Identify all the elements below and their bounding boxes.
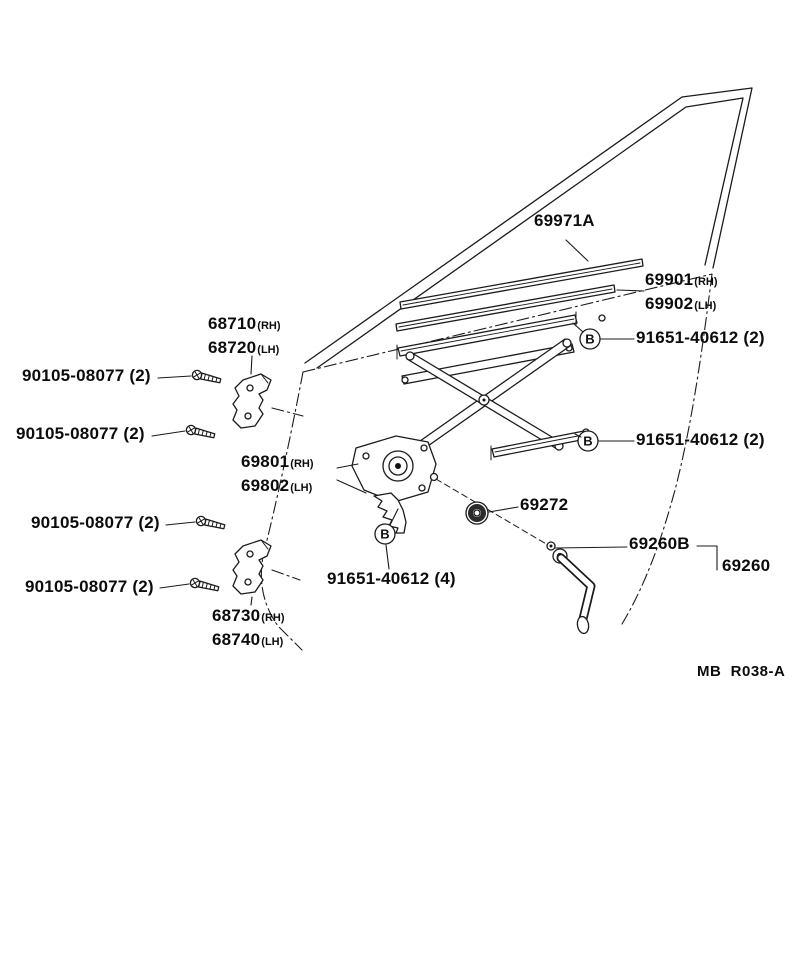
- side-code: (LH): [261, 636, 284, 648]
- side-code: (LH): [257, 344, 280, 356]
- regulator-scissor-arms: [401, 338, 572, 461]
- label-bolt-lower: 91651-40612 (4): [327, 569, 456, 588]
- part-number: 68720: [208, 338, 257, 357]
- window-crank-handle: [546, 541, 596, 635]
- marker-b-letter: B: [585, 332, 594, 347]
- part-number: 68740: [212, 630, 261, 649]
- door-hinge-upper: [232, 373, 272, 429]
- side-code: (RH): [261, 612, 285, 624]
- grommet-drawing: [465, 501, 489, 525]
- label-grommet: 69272: [520, 495, 569, 514]
- figure-code: MB R038-A: [697, 663, 786, 680]
- label-channel-pair: 69901 (RH) 69902 (LH): [645, 269, 718, 317]
- label-bolt-middle: 91651-40612 (2): [636, 430, 765, 449]
- label-hinge-screw-3: 90105-08077 (2): [31, 513, 160, 532]
- label-hinge-screw-2: 90105-08077 (2): [16, 424, 145, 443]
- label-channel-rh: 69901 (RH): [645, 269, 718, 293]
- part-number: 68730: [212, 606, 261, 625]
- hinge-screw-drawing-2: [184, 423, 217, 441]
- label-hinge-lower-pair: 68730 (RH) 68740 (LH): [212, 605, 285, 653]
- guide-channel: [396, 311, 606, 360]
- label-hinge-lower-lh: 68740 (LH): [212, 629, 285, 653]
- window-frame: [304, 87, 753, 369]
- glass-channel-strip: [395, 284, 616, 332]
- part-number: 69801: [241, 452, 290, 471]
- glass-run-strip: [399, 258, 644, 310]
- marker-b-letter: B: [583, 434, 592, 449]
- marker-b-middle: B: [577, 430, 599, 452]
- label-hinge-screw-4: 90105-08077 (2): [25, 577, 154, 596]
- label-hinge-upper-pair: 68710 (RH) 68720 (LH): [208, 313, 281, 361]
- hinge-screw-drawing-4: [188, 576, 221, 594]
- marker-b-letter: B: [380, 527, 389, 542]
- label-regulator-pair: 69801 (RH) 69802 (LH): [241, 451, 314, 499]
- sector-gear: [373, 492, 407, 534]
- label-hinge-lower-rh: 68730 (RH): [212, 605, 285, 629]
- part-number: 69902: [645, 294, 694, 313]
- label-channel-lh: 69902 (LH): [645, 293, 718, 317]
- label-handle: 69260: [722, 556, 771, 575]
- label-regulator-lh: 69802 (LH): [241, 475, 314, 499]
- part-number: 69901: [645, 270, 694, 289]
- part-number: 68710: [208, 314, 257, 333]
- side-code: (LH): [694, 300, 717, 312]
- hinge-screw-drawing-3: [194, 514, 227, 532]
- side-code: (LH): [290, 482, 313, 494]
- label-regulator-rh: 69801 (RH): [241, 451, 314, 475]
- door-hinge-lower: [232, 539, 272, 595]
- part-number: 69802: [241, 476, 290, 495]
- label-glass-run: 69971A: [534, 211, 595, 230]
- side-code: (RH): [257, 320, 281, 332]
- side-code: (RH): [694, 276, 718, 288]
- label-hinge-screw-1: 90105-08077 (2): [22, 366, 151, 385]
- leader-lines: [151, 239, 718, 606]
- door-outline: [260, 273, 713, 651]
- hinge-screw-drawing-1: [190, 368, 223, 386]
- label-bolt-upper: 91651-40612 (2): [636, 328, 765, 347]
- label-hinge-upper-rh: 68710 (RH): [208, 313, 281, 337]
- side-code: (RH): [290, 458, 314, 470]
- label-handle-cap: 69260B: [629, 534, 690, 553]
- label-hinge-upper-lh: 68720 (LH): [208, 337, 281, 361]
- marker-b-lower: B: [374, 523, 396, 545]
